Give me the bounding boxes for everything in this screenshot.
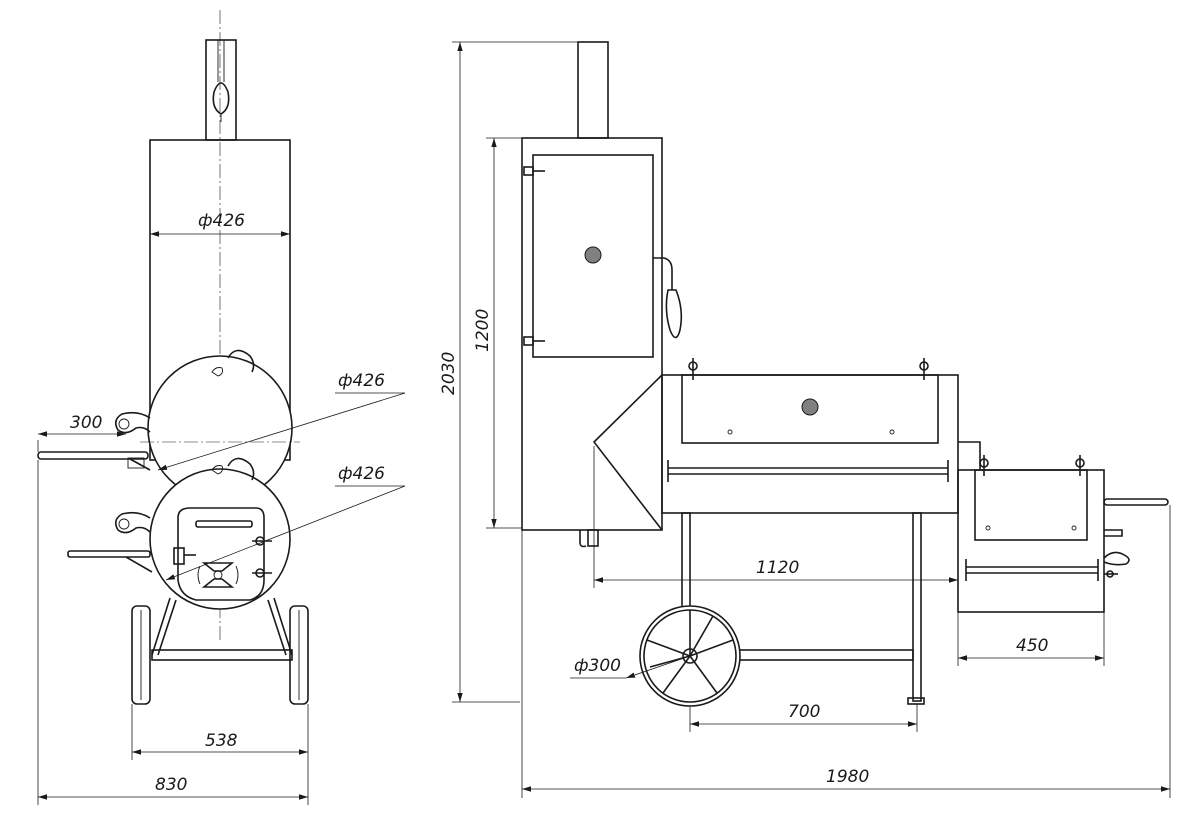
firebox-handle-bar bbox=[965, 559, 1099, 581]
front-wheel-left bbox=[131, 605, 151, 705]
front-shelf-upper bbox=[37, 451, 149, 460]
dim-chimney-diameter: ф426 bbox=[150, 211, 290, 237]
front-view: ф426 bbox=[37, 10, 406, 805]
dim-shelf-width: 300 bbox=[37, 413, 126, 452]
firebox-lid bbox=[974, 469, 1088, 541]
dim-smokehouse-height: 1200 bbox=[473, 137, 522, 529]
dim-total-width: 830 bbox=[37, 460, 309, 805]
front-wheel-right bbox=[289, 605, 309, 705]
thermometer-icon bbox=[801, 398, 819, 416]
front-cart-frame bbox=[151, 597, 293, 661]
smoke-transition bbox=[592, 374, 663, 531]
dim-wheel-base-label: 700 bbox=[788, 702, 820, 722]
main-chamber-handle-bar bbox=[667, 460, 949, 482]
dim-total-length-label: 1980 bbox=[826, 767, 869, 787]
hinge-icon bbox=[523, 166, 545, 346]
front-shelf-lower bbox=[67, 550, 151, 558]
lower-lid-handle bbox=[227, 457, 255, 481]
air-damper bbox=[197, 562, 239, 588]
dim-total-height: 2030 bbox=[439, 41, 578, 703]
side-view: 2030 1200 1120 450 ф300 bbox=[439, 41, 1171, 798]
dim-wheel-track-label: 538 bbox=[205, 731, 238, 751]
main-chamber-lid bbox=[681, 374, 939, 444]
upper-side-handle bbox=[114, 411, 151, 434]
front-lower-chamber bbox=[149, 468, 291, 610]
upper-lid-handle bbox=[227, 349, 255, 373]
handle-icon bbox=[688, 358, 929, 380]
upper-lid-knob bbox=[211, 367, 223, 377]
hinge-icon bbox=[173, 536, 272, 578]
main-cooking-chamber bbox=[661, 374, 959, 514]
dim-wheel-track: 538 bbox=[131, 704, 309, 760]
dim-total-height-label: 2030 bbox=[439, 352, 459, 395]
dim-wheel-diameter: ф300 bbox=[570, 655, 691, 679]
dim-total-length: 1980 bbox=[521, 505, 1171, 798]
dim-lower-chamber-diameter: ф426 bbox=[165, 464, 406, 581]
dim-total-width-label: 830 bbox=[155, 775, 187, 795]
dim-chamber-length-label: 1120 bbox=[756, 558, 799, 578]
dim-upper-chamber-label: ф426 bbox=[338, 371, 385, 391]
dim-chimney-diameter-label: ф426 bbox=[198, 211, 245, 231]
dim-shelf-width-label: 300 bbox=[70, 413, 102, 433]
side-drain bbox=[579, 529, 599, 548]
smokehouse-door bbox=[532, 154, 654, 358]
dim-upper-chamber-diameter: ф426 bbox=[157, 371, 406, 471]
dim-firebox-length: 450 bbox=[957, 612, 1105, 666]
cart-rear-leg bbox=[912, 512, 922, 702]
dim-firebox-length-label: 450 bbox=[1016, 636, 1048, 656]
side-chimney-pipe bbox=[577, 41, 609, 139]
side-smokehouse-body bbox=[521, 137, 663, 531]
handle-icon bbox=[979, 455, 1085, 476]
handle-icon bbox=[653, 257, 683, 339]
dim-lower-chamber-label: ф426 bbox=[338, 464, 385, 484]
front-chimney-pipe bbox=[205, 39, 237, 141]
handle-icon bbox=[1103, 551, 1130, 578]
firebox-door-handle bbox=[195, 520, 253, 528]
dim-chamber-length: 1120 bbox=[593, 446, 959, 588]
dim-wheel-diameter-label: ф300 bbox=[574, 656, 621, 676]
dim-smokehouse-height-label: 1200 bbox=[473, 309, 493, 352]
thermometer-icon bbox=[584, 246, 602, 264]
firebox-neck bbox=[958, 441, 981, 470]
lower-side-handle bbox=[114, 511, 151, 534]
dim-wheel-base: 700 bbox=[689, 702, 918, 732]
firebox-body bbox=[957, 469, 1105, 613]
firebox-door bbox=[177, 507, 265, 601]
handle-icon bbox=[212, 40, 230, 122]
firebox-side-rod bbox=[1103, 498, 1169, 506]
